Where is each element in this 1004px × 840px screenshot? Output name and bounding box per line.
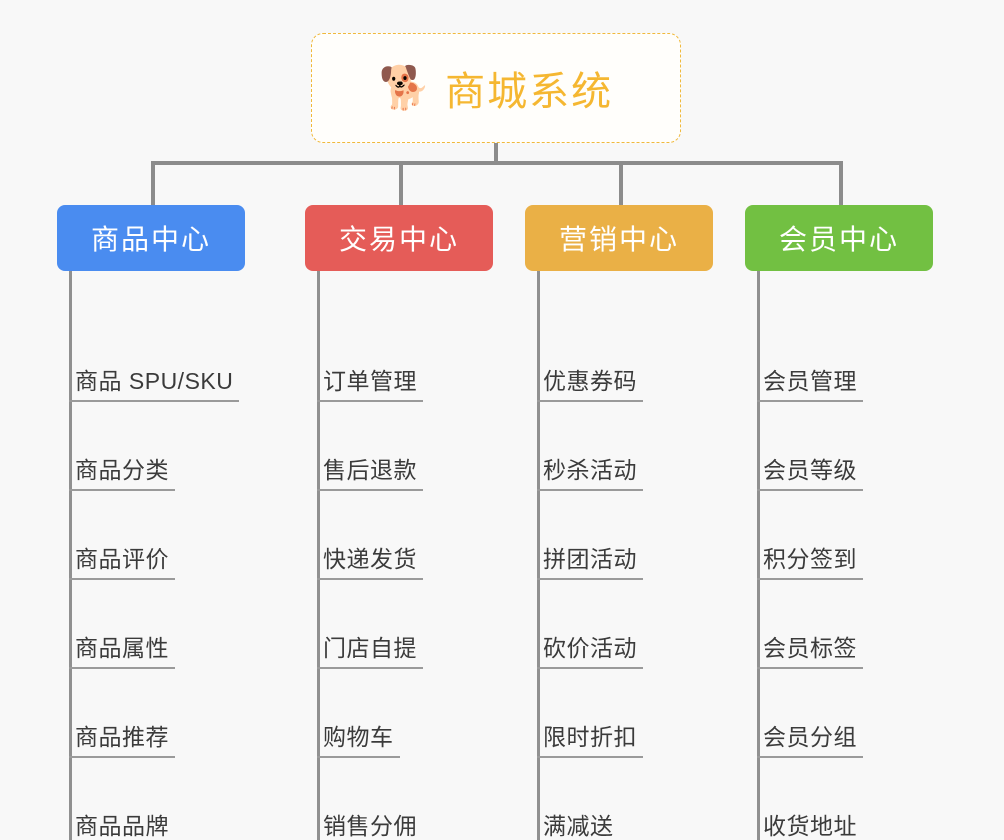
connector-drop-3 (619, 161, 623, 205)
connector-drop-4 (839, 161, 843, 205)
leaf-item[interactable]: 会员标签 (757, 580, 863, 669)
leaf-item-label: 商品分类 (75, 456, 169, 483)
shiba-dog-emoji-icon: 🐕 (378, 64, 432, 111)
leaf-item[interactable]: 销售分佣 (317, 758, 423, 840)
leaf-item-label: 商品品牌 (75, 812, 169, 839)
connector-horizontal-bus (151, 161, 843, 165)
leaf-item[interactable]: 订单管理 (317, 313, 423, 402)
leaf-item[interactable]: 限时折扣 (537, 669, 643, 758)
category-box-2[interactable]: 交易中心 (305, 205, 493, 271)
category-box-1[interactable]: 商品中心 (57, 205, 245, 271)
connector-root-stem (494, 143, 498, 165)
leaf-item-label: 商品属性 (75, 634, 169, 661)
leaf-item-label: 商品评价 (75, 545, 169, 572)
leaf-item[interactable]: 商品属性 (69, 580, 175, 669)
leaf-item-label: 积分签到 (763, 545, 857, 572)
leaf-item[interactable]: 会员分组 (757, 669, 863, 758)
leaf-item-label: 快递发货 (323, 545, 417, 572)
category-box-4[interactable]: 会员中心 (745, 205, 933, 271)
connector-drop-1 (151, 161, 155, 205)
connector-drop-2 (399, 161, 403, 205)
leaf-item-label: 满减送 (543, 812, 614, 839)
leaf-item[interactable]: 商品分类 (69, 402, 175, 491)
leaf-item[interactable]: 售后退款 (317, 402, 423, 491)
leaf-item[interactable]: 商品推荐 (69, 669, 175, 758)
leaf-item[interactable]: 快递发货 (317, 491, 423, 580)
leaf-item-label: 售后退款 (323, 456, 417, 483)
leaf-trunk-line (69, 271, 72, 840)
leaf-item-label: 商品推荐 (75, 723, 169, 750)
leaf-item[interactable]: 购物车 (317, 669, 400, 758)
leaf-item[interactable]: 秒杀活动 (537, 402, 643, 491)
leaf-item-label: 收货地址 (763, 812, 857, 839)
leaf-item[interactable]: 会员管理 (757, 313, 863, 402)
leaf-item[interactable]: 拼团活动 (537, 491, 643, 580)
leaf-item-label: 秒杀活动 (543, 456, 637, 483)
leaf-item-label: 会员等级 (763, 456, 857, 483)
leaf-item[interactable]: 优惠券码 (537, 313, 643, 402)
leaf-item[interactable]: 会员等级 (757, 402, 863, 491)
leaf-item[interactable]: 砍价活动 (537, 580, 643, 669)
leaf-item-label: 销售分佣 (323, 812, 417, 839)
leaf-item[interactable]: 门店自提 (317, 580, 423, 669)
category-label: 营销中心 (558, 224, 679, 255)
root-title: 商城系统 (445, 70, 614, 114)
leaf-item-label: 砍价活动 (543, 634, 637, 661)
leaf-item-label: 会员管理 (763, 367, 857, 394)
category-box-3[interactable]: 营销中心 (525, 205, 713, 271)
leaf-item[interactable]: 积分签到 (757, 491, 863, 580)
root-node[interactable]: 🐕 商城系统 (311, 33, 681, 143)
leaf-item[interactable]: 商品评价 (69, 491, 175, 580)
leaf-trunk-line (317, 271, 320, 840)
leaf-item-label: 会员分组 (763, 723, 857, 750)
leaf-item-label: 购物车 (323, 723, 394, 750)
category-label: 会员中心 (778, 224, 899, 255)
leaf-trunk-line (537, 271, 540, 840)
leaf-item-label: 限时折扣 (543, 723, 637, 750)
leaf-item[interactable]: 商品品牌 (69, 758, 175, 840)
category-label: 商品中心 (90, 224, 211, 255)
leaf-item[interactable]: 商品 SPU/SKU (69, 313, 240, 402)
leaf-trunk-line (757, 271, 760, 840)
leaf-item-label: 门店自提 (323, 634, 417, 661)
leaf-item-label: 拼团活动 (543, 545, 637, 572)
leaf-item-label: 商品 SPU/SKU (75, 367, 234, 394)
leaf-item-label: 优惠券码 (543, 367, 637, 394)
leaf-item[interactable]: 满减送 (537, 758, 620, 840)
leaf-item-label: 会员标签 (763, 634, 857, 661)
leaf-item[interactable]: 收货地址 (757, 758, 863, 840)
leaf-item-label: 订单管理 (323, 367, 417, 394)
category-label: 交易中心 (338, 224, 459, 255)
